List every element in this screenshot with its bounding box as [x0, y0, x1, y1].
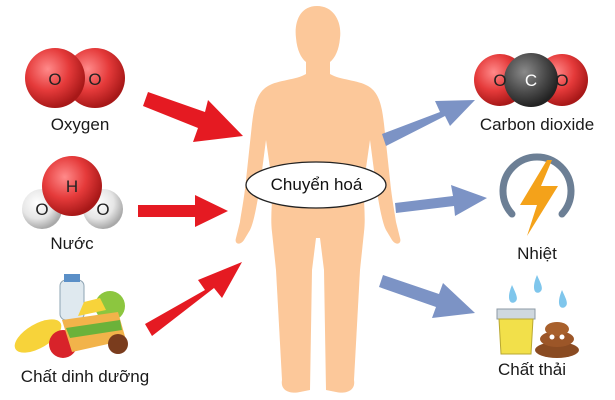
water-label: Nước	[50, 234, 94, 253]
oxygen-atom-label: O	[88, 70, 101, 89]
oxygen-label: Oxygen	[50, 115, 110, 134]
co2-atom-label: O	[555, 71, 568, 90]
center-label-ellipse	[245, 161, 387, 209]
oxygen-atom-label: O	[48, 70, 61, 89]
nutrients-label: Chất dinh dưỡng	[20, 367, 150, 386]
waste-icon	[496, 275, 579, 358]
food-icon	[14, 274, 128, 358]
waste-arrow	[379, 275, 475, 318]
heat-lightning-icon	[499, 153, 575, 236]
water-atom-label: O	[96, 200, 109, 219]
co2-atom-label: C	[525, 71, 537, 90]
center-label: Chuyển hoá	[270, 175, 363, 194]
water-atom-label: H	[66, 177, 78, 196]
co2-molecule-icon: O C O	[474, 53, 588, 107]
co2-arrow	[382, 100, 475, 146]
waste-label: Chất thải	[497, 360, 567, 379]
input-arrows	[138, 92, 243, 336]
heat-label: Nhiệt	[517, 244, 557, 263]
output-arrows	[379, 100, 487, 318]
co2-atom-label: O	[493, 71, 506, 90]
water-atom-label: O	[35, 200, 48, 219]
carbon-dioxide-label: Carbon dioxide	[479, 115, 595, 134]
oxygen-arrow	[143, 92, 243, 142]
heat-arrow	[395, 185, 487, 216]
nutrient-arrow	[145, 262, 242, 336]
water-arrow	[138, 195, 228, 227]
water-molecule-icon: O H O	[22, 156, 123, 229]
oxygen-molecule-icon: O O	[25, 48, 125, 108]
